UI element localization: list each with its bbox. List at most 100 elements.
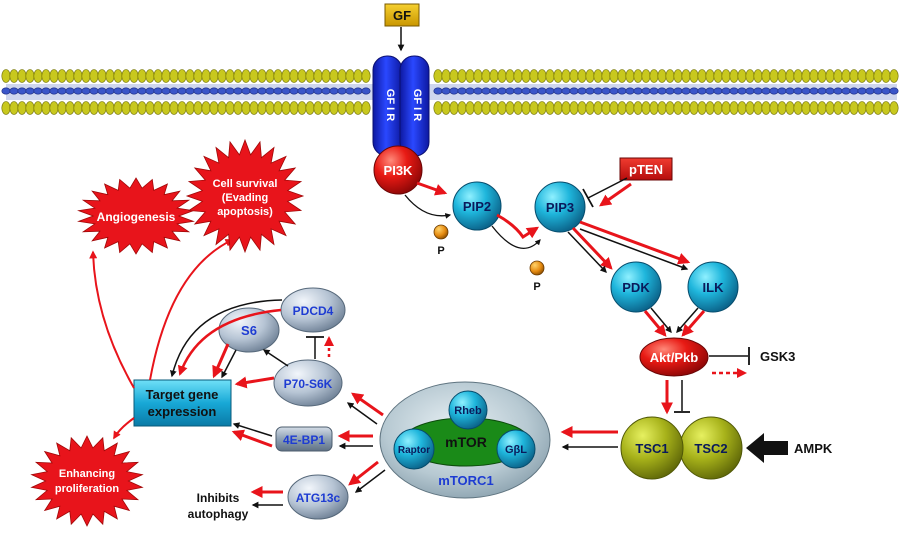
lipid-head	[545, 69, 555, 83]
lipid-head	[49, 87, 59, 95]
lipid-head	[865, 69, 875, 83]
lipid-head	[17, 69, 27, 83]
lipid-head	[729, 101, 739, 115]
lipid-head	[793, 101, 803, 115]
inhibit-pten-pip3	[587, 177, 628, 199]
pi3k-label: PI3K	[384, 163, 414, 178]
lipid-head	[209, 101, 219, 115]
lipid-head	[129, 69, 139, 83]
phosphate-1: P	[433, 224, 449, 257]
lipid-head	[689, 87, 699, 95]
lipid-head	[577, 69, 587, 83]
lipid-head	[825, 101, 835, 115]
lipid-head	[33, 69, 43, 83]
lipid-head	[49, 101, 59, 115]
lipid-head	[217, 87, 227, 95]
lipid-head	[577, 101, 587, 115]
ilk-node: ILK	[687, 261, 739, 313]
lipid-head	[25, 69, 35, 83]
lipid-head	[257, 87, 267, 95]
lipid-head	[65, 87, 75, 95]
lipid-head	[305, 101, 315, 115]
lipid-head	[505, 69, 515, 83]
lipid-head	[641, 87, 651, 95]
lipid-head	[801, 101, 811, 115]
pip2-node: PIP2	[452, 181, 502, 231]
phosphate-2: P	[529, 260, 545, 293]
lipid-head	[857, 69, 867, 83]
lipid-head	[305, 69, 315, 83]
lipid-head	[265, 101, 275, 115]
lipid-head	[57, 69, 67, 83]
arrow-4ebp1-target-red	[231, 429, 273, 448]
lipid-head	[449, 101, 459, 115]
lipid-head	[785, 69, 795, 83]
lipid-head	[153, 69, 163, 83]
lipid-head	[465, 87, 475, 95]
lipid-head	[473, 69, 483, 83]
lipid-head	[489, 87, 499, 95]
lipid-head	[473, 87, 483, 95]
lipid-head	[833, 101, 843, 115]
lipid-head	[433, 101, 443, 115]
lipid-head	[593, 87, 603, 95]
lipid-head	[361, 101, 371, 115]
lipid-head	[857, 87, 867, 95]
lipid-head	[41, 69, 51, 83]
lipid-head	[649, 101, 659, 115]
lipid-head	[553, 101, 563, 115]
lipid-head	[185, 87, 195, 95]
lipid-head	[273, 87, 283, 95]
cell-survival-line1: Cell survival	[213, 178, 278, 190]
s6-node: S6	[218, 307, 280, 353]
lipid-head	[585, 101, 595, 115]
lipid-head	[729, 69, 739, 83]
lipid-head	[289, 101, 299, 115]
lipid-head	[9, 87, 19, 95]
lipid-head	[521, 101, 531, 115]
lipid-head	[521, 69, 531, 83]
arrow-mtorc1-atg-red	[348, 460, 379, 486]
lipid-head	[809, 69, 819, 83]
lipid-head	[169, 87, 179, 95]
lipid-head	[105, 87, 115, 95]
lipid-head	[641, 101, 651, 115]
lipid-head	[673, 101, 683, 115]
lipid-head	[241, 87, 251, 95]
lipid-head	[857, 101, 867, 115]
lipid-head	[193, 101, 203, 115]
lipid-head	[73, 69, 83, 83]
lipid-head	[177, 101, 187, 115]
lipid-head	[569, 87, 579, 95]
lipid-head	[145, 101, 155, 115]
lipid-head	[753, 87, 763, 95]
lipid-head	[185, 101, 195, 115]
lipid-head	[801, 87, 811, 95]
lipid-head	[793, 87, 803, 95]
pdcd4-node: PDCD4	[280, 287, 346, 333]
lipid-head	[553, 87, 563, 95]
arrow-target-cell-survival	[149, 239, 234, 381]
lipid-head	[713, 69, 723, 83]
lipid-head	[121, 69, 131, 83]
lipid-head	[537, 101, 547, 115]
lipid-head	[793, 69, 803, 83]
ilk-label: ILK	[703, 280, 725, 295]
arrow-pdcd4-target-red	[177, 308, 282, 376]
mtor-label: mTOR	[445, 434, 487, 450]
lipid-head	[433, 87, 443, 95]
arrow-pdk-akt	[650, 307, 672, 334]
lipid-head	[289, 69, 299, 83]
lipid-head	[873, 101, 883, 115]
lipid-head	[593, 101, 603, 115]
lipid-head	[833, 87, 843, 95]
lipid-head	[681, 69, 691, 83]
lipid-head	[345, 101, 355, 115]
arrow-pip3-ilk-red	[579, 220, 691, 265]
lipid-head	[65, 69, 75, 83]
lipid-head	[113, 87, 123, 95]
lipid-head	[577, 87, 587, 95]
lipid-head	[849, 69, 859, 83]
lipid-head	[233, 101, 243, 115]
lipid-head	[489, 101, 499, 115]
